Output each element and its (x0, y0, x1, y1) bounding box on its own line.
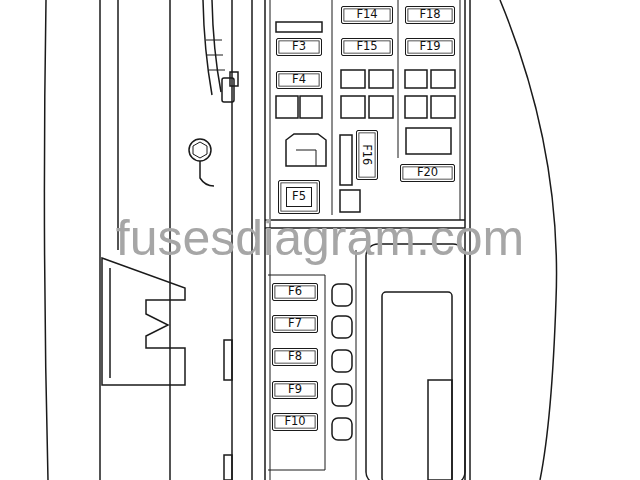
watermark: fusesdiagram.com (116, 213, 525, 263)
fuse-label: F20 (417, 167, 438, 179)
fuse: F18 (405, 6, 455, 24)
fuse: F10 (272, 413, 318, 431)
fuse: F6 (272, 283, 318, 301)
fuse-label: F5 (286, 187, 312, 207)
fuse-label: F19 (419, 41, 440, 53)
fuse: F7 (272, 315, 318, 333)
fuse: F16 (356, 130, 378, 180)
fuse-label: F6 (288, 286, 302, 298)
fuse: F20 (400, 164, 455, 182)
fuse-label: F9 (288, 384, 302, 396)
fuse: F3 (276, 38, 322, 56)
fuse: F9 (272, 381, 318, 399)
fuse-label: F16 (361, 144, 373, 165)
fuse: F5 (278, 180, 320, 214)
fuse: F15 (341, 38, 393, 56)
fuse: F8 (272, 348, 318, 366)
fuse-label: F10 (284, 416, 305, 428)
fuse: F4 (276, 71, 322, 89)
fuse-label: F14 (356, 9, 377, 21)
fuse-label: F15 (356, 41, 377, 53)
fuse-label: F3 (292, 41, 306, 53)
fuse: F19 (405, 38, 455, 56)
fuse-label: F7 (288, 318, 302, 330)
fuse-label: F4 (292, 74, 306, 86)
fuse-label: F18 (419, 9, 440, 21)
fuse: F14 (341, 6, 393, 24)
fuse-label: F8 (288, 351, 302, 363)
